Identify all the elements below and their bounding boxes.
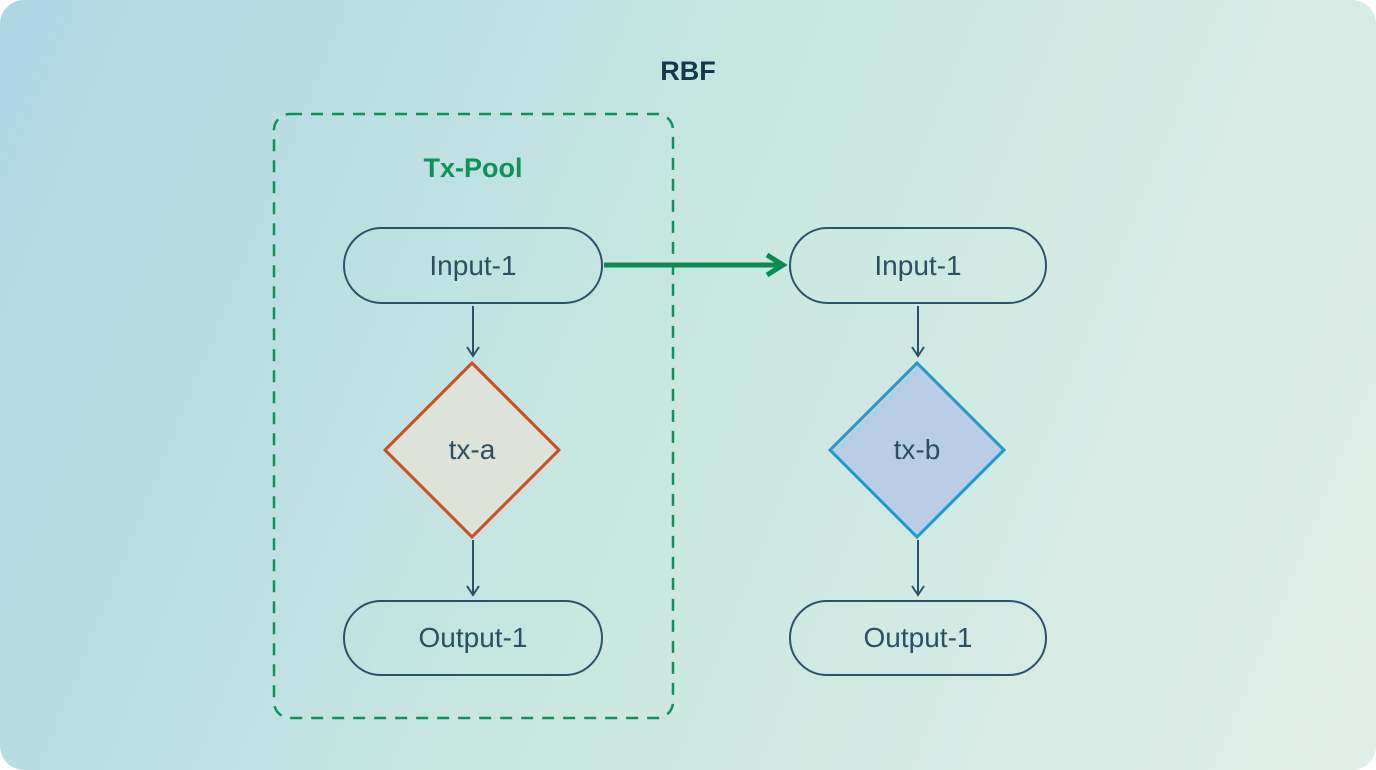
node-input-b: Input-1 (789, 227, 1047, 304)
node-tx-a-label: tx-a (448, 434, 496, 465)
node-tx-b: tx-b (822, 355, 1012, 545)
node-output-a: Output-1 (343, 600, 603, 676)
node-input-b-label: Input-1 (874, 249, 962, 281)
node-tx-a: tx-a (377, 355, 567, 545)
diagram-title: RBF (660, 56, 716, 86)
tx-pool-boundary (272, 112, 675, 720)
tx-pool-label: Tx-Pool (423, 153, 523, 183)
node-input-a-label: Input-1 (429, 249, 517, 281)
node-output-a-label: Output-1 (418, 622, 528, 653)
node-input-a: Input-1 (343, 227, 603, 304)
node-tx-b-label: tx-b (893, 434, 941, 465)
node-output-b-label: Output-1 (863, 622, 973, 653)
node-output-b: Output-1 (789, 600, 1047, 676)
